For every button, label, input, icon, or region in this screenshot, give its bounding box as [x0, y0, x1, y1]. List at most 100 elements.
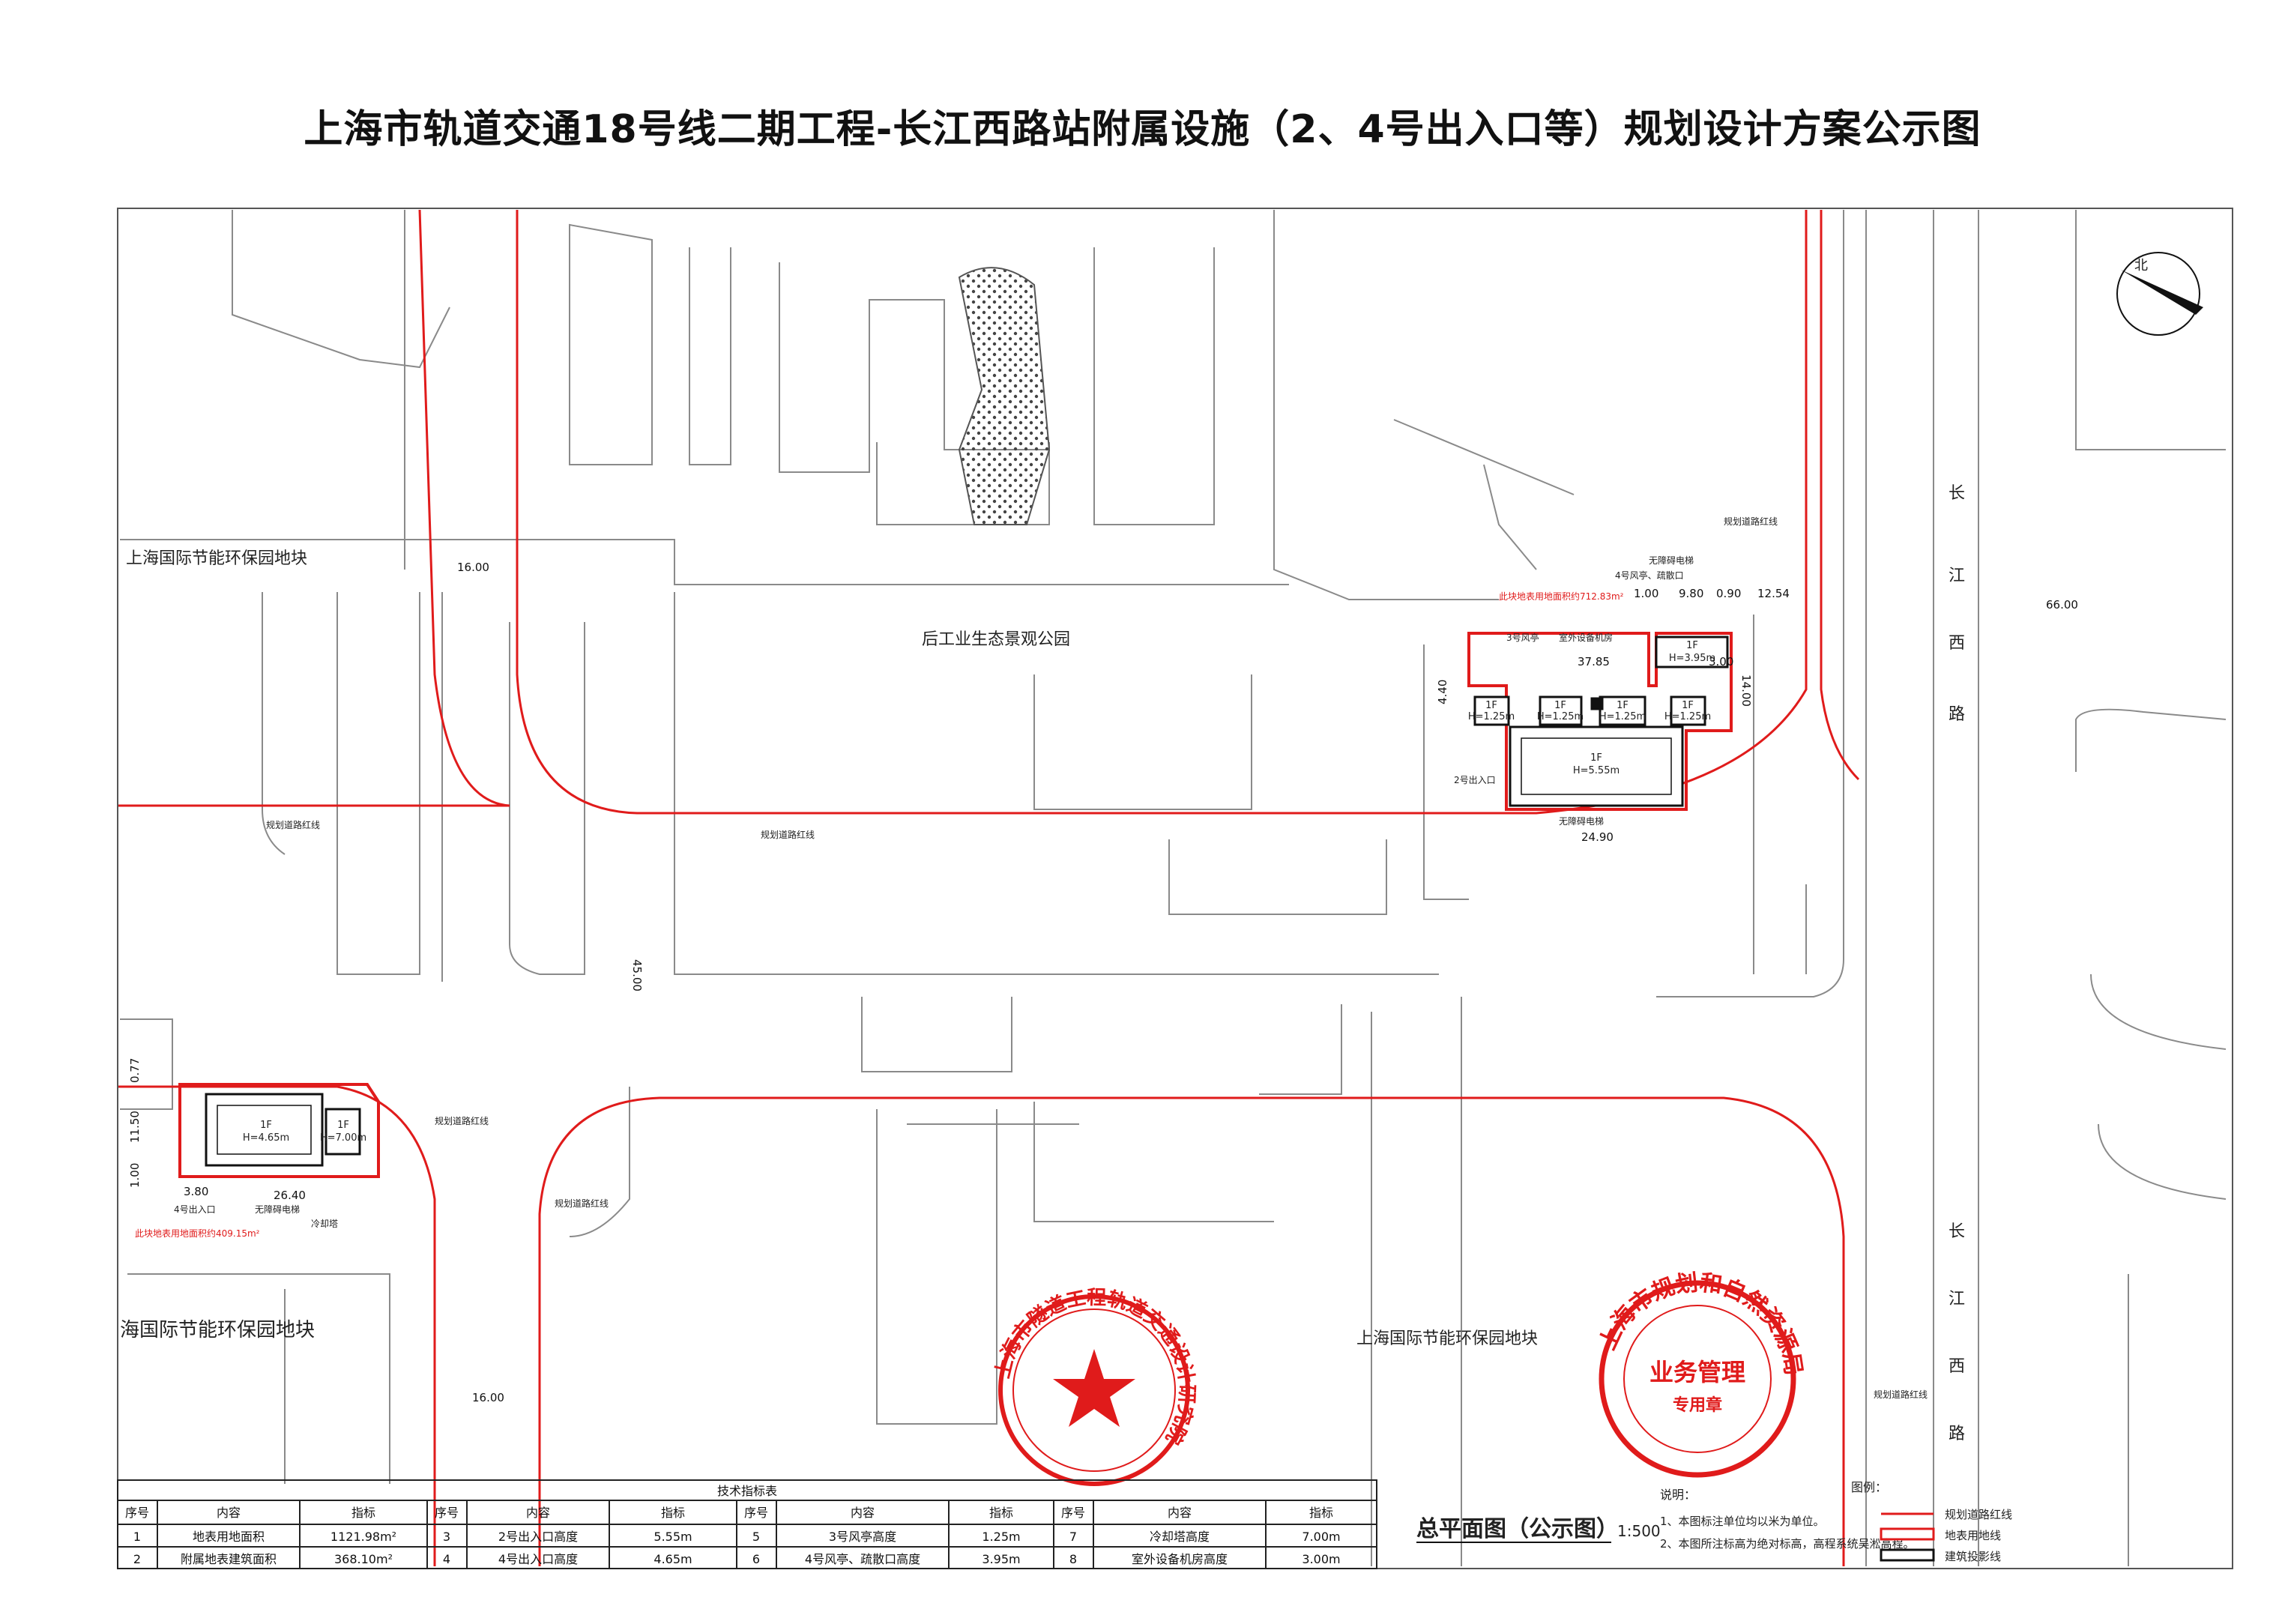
svg-text:内容: 内容 [851, 1506, 875, 1520]
north-arrow: 北 [2116, 252, 2203, 336]
svg-text:2、本图所注标高为绝对标高，高程系统吴淞高程。: 2、本图所注标高为绝对标高，高程系统吴淞高程。 [1660, 1537, 1915, 1551]
svg-text:序号: 序号 [125, 1506, 149, 1520]
svg-text:规划道路红线: 规划道路红线 [266, 819, 320, 830]
svg-text:3号风亭高度: 3号风亭高度 [829, 1530, 896, 1544]
svg-text:规划道路红线: 规划道路红线 [1874, 1389, 1928, 1400]
svg-text:16.00: 16.00 [472, 1391, 504, 1404]
svg-text:长: 长 [1949, 484, 1965, 503]
svg-text:冷却塔: 冷却塔 [311, 1219, 338, 1229]
svg-text:专用章: 专用章 [1673, 1395, 1722, 1415]
east-land-boundary [1467, 632, 1733, 811]
svg-text:7.00m: 7.00m [1302, 1530, 1340, 1544]
svg-text:H=1.25m: H=1.25m [1468, 711, 1515, 722]
svg-text:4号出入口高度: 4号出入口高度 [498, 1552, 578, 1566]
area-west-label: 此块地表用地面积约409.15m² [135, 1228, 260, 1239]
svg-text:路: 路 [1949, 705, 1965, 724]
svg-text:规划道路红线: 规划道路红线 [761, 829, 815, 840]
park-label: 后工业生态景观公园 [922, 630, 1070, 649]
indicator-table-text: 技术指标表 序号 内容 指标 序号 内容 指标 序号 内容 指标 序号 内容 指… [125, 1484, 1341, 1566]
table-caption: 技术指标表 [717, 1484, 777, 1498]
svg-text:1F: 1F [1554, 700, 1566, 711]
hatched-plaza [958, 267, 1051, 525]
svg-text:无障碍电梯: 无障碍电梯 [255, 1204, 300, 1215]
svg-text:1F: 1F [337, 1120, 349, 1131]
svg-text:0.90: 0.90 [1716, 587, 1741, 600]
svg-text:1121.98m²: 1121.98m² [330, 1530, 396, 1544]
east-building-labels: 1F H=5.55m 1F H=1.25m 1F H=1.25m 1F H=1.… [1468, 640, 1715, 776]
svg-text:1.00: 1.00 [128, 1163, 142, 1188]
svg-text:4: 4 [443, 1552, 450, 1566]
svg-text:指标: 指标 [989, 1506, 1013, 1520]
block-nw-label: 上海国际节能环保园地块 [126, 549, 307, 568]
svg-text:规划道路红线: 规划道路红线 [1724, 516, 1778, 527]
east-buildings [1473, 636, 1729, 807]
north-label: 北 [2134, 258, 2148, 274]
svg-text:路: 路 [1949, 1425, 1965, 1443]
svg-text:1: 1 [133, 1530, 141, 1544]
svg-text:4号出入口: 4号出入口 [174, 1204, 216, 1215]
svg-text:6: 6 [752, 1552, 760, 1566]
plan-scale: 1:500 [1617, 1522, 1661, 1540]
base-linework [120, 210, 2227, 1566]
svg-text:1F: 1F [260, 1120, 272, 1131]
svg-text:H=1.25m: H=1.25m [1599, 711, 1646, 722]
svg-text:4.65m: 4.65m [653, 1552, 692, 1566]
svg-text:规划道路红线: 规划道路红线 [555, 1198, 609, 1209]
svg-text:2号出入口: 2号出入口 [1454, 775, 1496, 785]
svg-text:附属地表建筑面积: 附属地表建筑面积 [181, 1552, 277, 1566]
svg-text:3.00m: 3.00m [1302, 1552, 1340, 1566]
svg-text:内容: 内容 [526, 1506, 550, 1520]
svg-text:图例：: 图例： [1851, 1480, 1887, 1494]
svg-text:7: 7 [1069, 1530, 1077, 1544]
west-building-labels: 1F H=4.65m 1F H=7.00m [243, 1120, 366, 1144]
svg-text:12.54: 12.54 [1757, 587, 1790, 600]
svg-text:2: 2 [133, 1552, 141, 1566]
svg-text:3号风亭: 3号风亭 [1506, 632, 1539, 643]
svg-text:指标: 指标 [661, 1506, 685, 1520]
svg-text:14.00: 14.00 [1739, 674, 1753, 707]
plan-title: 总平面图（公示图） [1416, 1516, 1619, 1542]
svg-text:1F: 1F [1590, 752, 1602, 764]
svg-text:37.85: 37.85 [1578, 655, 1610, 668]
svg-text:4号风亭、疏散口: 4号风亭、疏散口 [1615, 570, 1684, 581]
svg-text:西: 西 [1949, 634, 1965, 653]
svg-text:H=1.25m: H=1.25m [1537, 711, 1584, 722]
svg-text:16.00: 16.00 [457, 561, 489, 574]
svg-text:4.40: 4.40 [1436, 680, 1449, 704]
svg-text:指标: 指标 [1309, 1506, 1333, 1520]
svg-text:西: 西 [1949, 1357, 1965, 1376]
svg-text:24.90: 24.90 [1581, 830, 1614, 844]
svg-text:规划道路红线: 规划道路红线 [1945, 1508, 2012, 1521]
svg-text:1F: 1F [1617, 700, 1629, 711]
svg-text:8: 8 [1069, 1552, 1077, 1566]
svg-text:江: 江 [1949, 1290, 1965, 1308]
svg-text:H=3.95m: H=3.95m [1669, 653, 1715, 664]
svg-text:室外设备机房: 室外设备机房 [1559, 632, 1613, 643]
seal-design-institute: 上海市隧道工程轨道交通设计研究院 [991, 1287, 1198, 1486]
svg-text:1F: 1F [1686, 640, 1698, 651]
area-east-label: 此块地表用地面积约712.83m² [1499, 591, 1624, 602]
svg-text:1F: 1F [1682, 700, 1694, 711]
svg-text:1F: 1F [1485, 700, 1497, 711]
svg-text:11.50: 11.50 [128, 1111, 142, 1143]
svg-text:3: 3 [443, 1530, 450, 1544]
svg-text:序号: 序号 [744, 1506, 768, 1520]
seal-planning-bureau: 上海市规划和自然资源局 业务管理 专用章 [1594, 1270, 1807, 1478]
svg-text:3.80: 3.80 [184, 1185, 208, 1198]
svg-text:业务管理: 业务管理 [1649, 1358, 1745, 1386]
svg-text:5: 5 [752, 1530, 760, 1544]
west-buildings [205, 1093, 361, 1167]
svg-text:冷却塔高度: 冷却塔高度 [1150, 1530, 1210, 1544]
drawing-title: 上海市轨道交通18号线二期工程-长江西路站附属设施（2、4号出入口等）规划设计方… [304, 107, 1981, 152]
indicator-table [117, 1479, 1377, 1569]
planned-road-red-lines [118, 209, 1860, 1566]
svg-text:无障碍电梯: 无障碍电梯 [1649, 555, 1694, 566]
map-labels: 后工业生态景观公园 上海国际节能环保园地块 海国际节能环保园地块 上海国际节能环… [120, 484, 1965, 1443]
svg-text:说明：: 说明： [1660, 1488, 1696, 1502]
svg-text:江: 江 [1949, 567, 1965, 585]
svg-text:内容: 内容 [217, 1506, 241, 1520]
block-sw-label: 海国际节能环保园地块 [120, 1319, 315, 1341]
svg-text:3.00: 3.00 [1709, 655, 1733, 668]
svg-text:室外设备机房高度: 室外设备机房高度 [1132, 1552, 1228, 1566]
